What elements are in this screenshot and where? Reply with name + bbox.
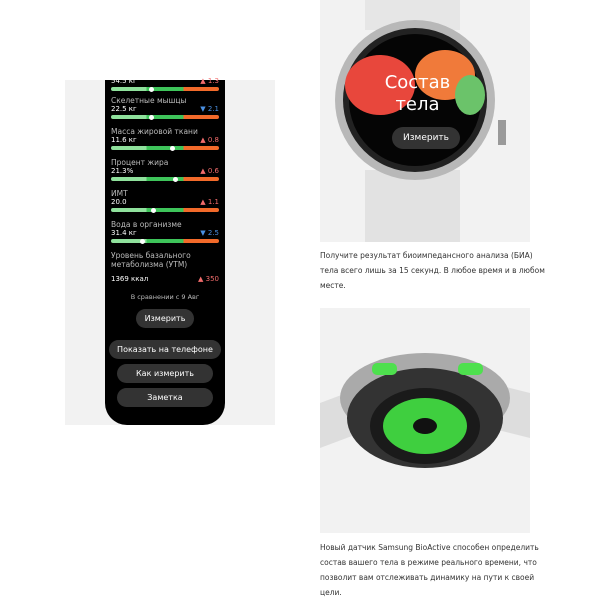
metric-value: 11.6 кг xyxy=(111,136,137,144)
metric-marker xyxy=(150,207,156,213)
metric-delta: ▼ 2.1 xyxy=(200,105,219,113)
measure-button[interactable]: Измерить xyxy=(136,309,194,328)
metric-bar xyxy=(111,145,219,151)
metric-label: Скелетные мышцы xyxy=(111,96,187,105)
metric-delta: ▲ 1.1 xyxy=(200,198,219,206)
metric-bar xyxy=(111,86,219,92)
watch-sensor-image xyxy=(320,308,530,533)
metric-marker xyxy=(140,238,146,244)
metric-delta: ▲ 0.6 xyxy=(200,167,219,175)
metric-value: 22.5 кг xyxy=(111,105,137,113)
metric-item: Вода в организме 31.4 кг ▼ 2.5 xyxy=(111,217,219,248)
watch-screen: 54.5 кг▲ 1.3 Скелетные мышцы 22.5 кг▼ 2.… xyxy=(105,77,225,425)
metric-value: 54.5 кг xyxy=(111,77,137,85)
show-on-phone-button[interactable]: Показать на телефоне xyxy=(109,340,221,359)
metric-label: Масса жировой ткани xyxy=(111,127,198,136)
metric-delta: ▼ 2.5 xyxy=(200,229,219,237)
watch-front-image: Состав тела Измерить xyxy=(320,0,530,242)
metric-item: Скелетные мышцы 22.5 кг ▼ 2.1 xyxy=(111,93,219,124)
metric-delta: 1.3 xyxy=(207,77,219,85)
metric-label: Вода в организме xyxy=(111,220,182,229)
metric-value: 31.4 кг xyxy=(111,229,137,237)
metric-bar xyxy=(111,238,219,244)
compare-text: В сравнении с 9 Авг xyxy=(130,293,200,301)
bmr-label: Уровень базального метаболизма (УТМ) xyxy=(111,251,191,269)
metric-item: ИМТ 20.0 ▲ 1.1 xyxy=(111,186,219,217)
metric-label: ИМТ xyxy=(111,189,128,198)
caption-bioactive: Новый датчик Samsung BioActive способен … xyxy=(320,543,539,597)
metric-item: Масса жировой ткани 11.6 кг ▲ 0.8 xyxy=(111,124,219,155)
metric-value: 21.3% xyxy=(111,167,134,175)
metric-label: Процент жира xyxy=(111,158,169,167)
caption-bia: Получите результат биоимпедансного анали… xyxy=(320,251,545,290)
metric-value: 20.0 xyxy=(111,198,127,206)
bmr-value: 1369 ккал xyxy=(111,275,149,283)
watch-title: Состав тела xyxy=(384,72,451,115)
watch-measure-button: Измерить xyxy=(392,127,460,149)
metric-bar xyxy=(111,207,219,213)
metric-marker xyxy=(170,145,176,151)
metric-bar xyxy=(111,176,219,182)
metric-marker xyxy=(172,176,178,182)
metric-item: Процент жира 21.3% ▲ 0.6 xyxy=(111,155,219,186)
bmr-delta: 350 xyxy=(205,275,219,283)
body-composition-phone-image: 54.5 кг▲ 1.3 Скелетные мышцы 22.5 кг▼ 2.… xyxy=(65,77,275,425)
metric-delta: ▲ 0.8 xyxy=(200,136,219,144)
metric-marker xyxy=(148,114,154,120)
note-button[interactable]: Заметка xyxy=(117,388,213,407)
how-to-measure-button[interactable]: Как измерить xyxy=(117,364,213,383)
metric-bar xyxy=(111,114,219,120)
